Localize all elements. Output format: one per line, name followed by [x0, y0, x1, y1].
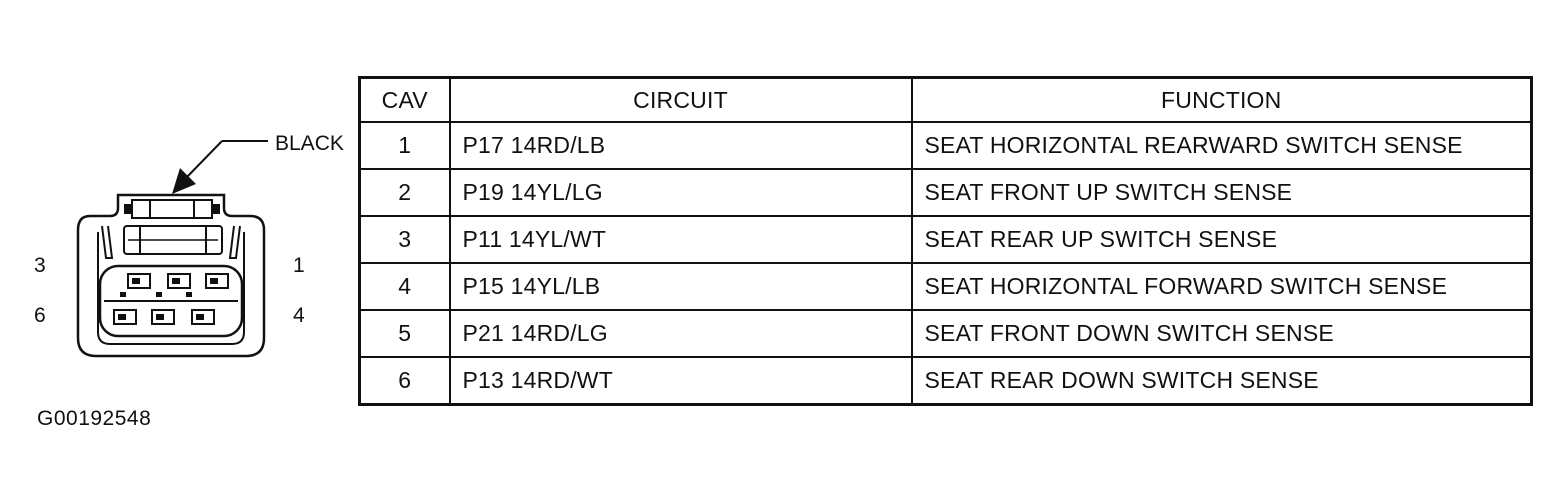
cav-cell: 2 [358, 168, 451, 217]
connector-diagram: BLACK [34, 132, 344, 358]
table-row: 3 P11 14YL/WT SEAT REAR UP SWITCH SENSE [358, 215, 1533, 264]
pin-label-3: 3 [34, 254, 46, 277]
connector-lock-bar [123, 225, 223, 255]
terminal-block [98, 264, 244, 338]
header-function: FUNCTION [910, 76, 1533, 123]
cav-cell: 1 [358, 121, 451, 170]
callout-arrow-shaft [185, 140, 223, 179]
function-cell: SEAT REAR DOWN SWITCH SENSE [910, 356, 1533, 406]
circuit-cell: P17 14RD/LB [448, 121, 913, 170]
function-cell: SEAT FRONT DOWN SWITCH SENSE [910, 309, 1533, 358]
pin-label-6: 6 [34, 304, 46, 327]
pinout-table: CAV CIRCUIT FUNCTION 1 P17 14RD/LB SEAT … [358, 76, 1533, 406]
circuit-cell: P13 14RD/WT [448, 356, 913, 406]
function-cell: SEAT HORIZONTAL FORWARD SWITCH SENSE [910, 262, 1533, 311]
pin-label-4: 4 [293, 304, 305, 327]
cav-cell: 3 [358, 215, 451, 264]
cav-cell: 4 [358, 262, 451, 311]
circuit-cell: P11 14YL/WT [448, 215, 913, 264]
table-row: 2 P19 14YL/LG SEAT FRONT UP SWITCH SENSE [358, 168, 1533, 217]
connector-inner-shell [97, 232, 245, 345]
function-cell: SEAT HORIZONTAL REARWARD SWITCH SENSE [910, 121, 1533, 170]
figure-id: G00192548 [37, 407, 152, 430]
table-row: 5 P21 14RD/LG SEAT FRONT DOWN SWITCH SEN… [358, 309, 1533, 358]
table-row: 4 P15 14YL/LB SEAT HORIZONTAL FORWARD SW… [358, 262, 1533, 311]
cav-cell: 5 [358, 309, 451, 358]
cav-cell: 6 [358, 356, 451, 406]
header-cav: CAV [358, 76, 451, 123]
circuit-cell: P19 14YL/LG [448, 168, 913, 217]
connector-latch [131, 199, 213, 219]
header-circuit: CIRCUIT [448, 76, 913, 123]
circuit-cell: P21 14RD/LG [448, 309, 913, 358]
function-cell: SEAT FRONT UP SWITCH SENSE [910, 168, 1533, 217]
table-row: 1 P17 14RD/LB SEAT HORIZONTAL REARWARD S… [358, 121, 1533, 170]
connector-body [76, 193, 266, 358]
table-row: 6 P13 14RD/WT SEAT REAR DOWN SWITCH SENS… [358, 356, 1533, 406]
callout-arrowhead [172, 168, 196, 194]
function-cell: SEAT REAR UP SWITCH SENSE [910, 215, 1533, 264]
table-header-row: CAV CIRCUIT FUNCTION [358, 76, 1533, 123]
connector-outer-shell [76, 193, 266, 358]
circuit-cell: P15 14YL/LB [448, 262, 913, 311]
pin-label-1: 1 [293, 254, 305, 277]
connector-color-label: BLACK [275, 132, 344, 155]
